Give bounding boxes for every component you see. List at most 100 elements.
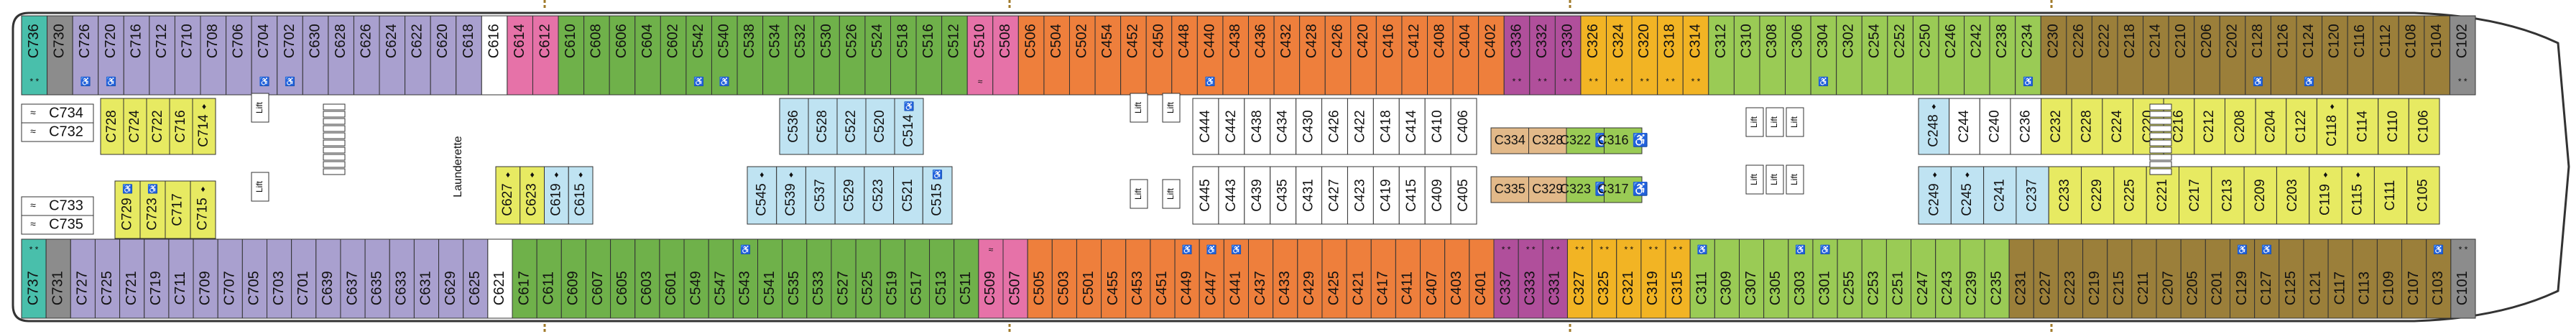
cabin-c201[interactable]: C201	[2205, 238, 2231, 319]
cabin-c118[interactable]: C118♦	[2316, 98, 2348, 155]
cabin-c245[interactable]: C245♦	[1950, 166, 1985, 225]
cabin-c214[interactable]: C214	[2143, 15, 2169, 96]
cabin-c231[interactable]: C231	[2008, 238, 2034, 319]
cabin-c401[interactable]: C401	[1469, 238, 1495, 319]
cabin-c537[interactable]: C537	[805, 166, 836, 225]
cabin-c715[interactable]: C715♦	[190, 180, 216, 239]
cabin-c403[interactable]: C403	[1444, 238, 1470, 319]
cabin-c206[interactable]: C206	[2194, 15, 2220, 96]
cabin-c318[interactable]: C318* *	[1657, 15, 1684, 96]
cabin-c639[interactable]: C639	[315, 238, 341, 319]
cabin-c717[interactable]: C717	[165, 180, 191, 239]
cabin-c101[interactable]: C101* *	[2450, 238, 2476, 319]
cabin-c105[interactable]: C105	[2406, 166, 2440, 225]
cabin-c716[interactable]: C716	[123, 15, 150, 96]
cabin-c307[interactable]: C307	[1739, 238, 1765, 319]
cabin-c414[interactable]: C414	[1398, 98, 1426, 155]
cabin-c120[interactable]: C120	[2322, 15, 2348, 96]
cabin-c310[interactable]: C310	[1733, 15, 1760, 96]
cabin-c735[interactable]: ≈C735	[21, 215, 94, 235]
cabin-c407[interactable]: C407	[1420, 238, 1446, 319]
cabin-c450[interactable]: C450	[1145, 15, 1173, 96]
cabin-c402[interactable]: C402	[1478, 15, 1505, 96]
cabin-c417[interactable]: C417	[1370, 238, 1396, 319]
cabin-c533[interactable]: C533	[806, 238, 832, 319]
cabin-c504[interactable]: C504	[1043, 15, 1070, 96]
cabin-c720[interactable]: C720♿	[98, 15, 124, 96]
cabin-c526[interactable]: C526	[839, 15, 866, 96]
cabin-c223[interactable]: C223	[2057, 238, 2084, 319]
cabin-c607[interactable]: C607	[585, 238, 611, 319]
cabin-c112[interactable]: C112	[2373, 15, 2399, 96]
cabin-c451[interactable]: C451	[1150, 238, 1176, 319]
cabin-c541[interactable]: C541	[757, 238, 783, 319]
cabin-c315[interactable]: C315* *	[1665, 238, 1691, 319]
cabin-c547[interactable]: C547	[708, 238, 734, 319]
cabin-c240[interactable]: C240	[1979, 98, 2011, 155]
cabin-c513[interactable]: C513	[929, 238, 955, 319]
cabin-c412[interactable]: C412	[1401, 15, 1428, 96]
cabin-c121[interactable]: C121	[2303, 238, 2329, 319]
cabin-c321[interactable]: C321* *	[1616, 238, 1642, 319]
cabin-c525[interactable]: C525	[855, 238, 881, 319]
cabin-c230[interactable]: C230	[2040, 15, 2067, 96]
cabin-c630[interactable]: C630	[302, 15, 329, 96]
cabin-c506[interactable]: C506	[1017, 15, 1045, 96]
cabin-c455[interactable]: C455	[1101, 238, 1127, 319]
cabin-c212[interactable]: C212	[2194, 98, 2225, 155]
cabin-c119[interactable]: C119♦	[2309, 166, 2342, 225]
cabin-c330[interactable]: C330* *	[1554, 15, 1582, 96]
cabin-c703[interactable]: C703	[267, 238, 292, 319]
cabin-c236[interactable]: C236	[2010, 98, 2042, 155]
cabin-c727[interactable]: C727	[70, 238, 96, 319]
cabin-c228[interactable]: C228	[2071, 98, 2103, 155]
cabin-c242[interactable]: C242	[1964, 15, 1990, 96]
cabin-c609[interactable]: C609	[560, 238, 586, 319]
cabin-c314[interactable]: C314* *	[1682, 15, 1709, 96]
cabin-c518[interactable]: C518	[890, 15, 917, 96]
cabin-c233[interactable]: C233	[2048, 166, 2082, 225]
cabin-c205[interactable]: C205	[2180, 238, 2206, 319]
cabin-c629[interactable]: C629	[438, 238, 464, 319]
cabin-c705[interactable]: C705	[241, 238, 268, 319]
cabin-c332[interactable]: C332* *	[1529, 15, 1556, 96]
cabin-c706[interactable]: C706	[226, 15, 252, 96]
cabin-c208[interactable]: C208	[2224, 98, 2256, 155]
cabin-c536[interactable]: C536	[779, 98, 809, 155]
cabin-c254[interactable]: C254	[1861, 15, 1888, 96]
cabin-c302[interactable]: C302	[1836, 15, 1862, 96]
cabin-c709[interactable]: C709	[193, 238, 218, 319]
cabin-c209[interactable]: C209	[2243, 166, 2277, 225]
cabin-c608[interactable]: C608	[583, 15, 610, 96]
cabin-c325[interactable]: C325* *	[1592, 238, 1617, 319]
cabin-c238[interactable]: C238	[1989, 15, 2016, 96]
cabin-c234[interactable]: C234♿	[2015, 15, 2041, 96]
cabin-c432[interactable]: C432	[1273, 15, 1301, 96]
cabin-c622[interactable]: C622	[405, 15, 431, 96]
cabin-c426[interactable]: C426	[1321, 98, 1348, 155]
cabin-c319[interactable]: C319* *	[1640, 238, 1666, 319]
cabin-c423[interactable]: C423	[1347, 166, 1374, 225]
cabin-c217[interactable]: C217	[2179, 166, 2212, 225]
cabin-c108[interactable]: C108	[2398, 15, 2425, 96]
cabin-c716[interactable]: C716	[169, 98, 193, 155]
cabin-c625[interactable]: C625	[463, 238, 489, 319]
cabin-c532[interactable]: C532	[788, 15, 815, 96]
cabin-c225[interactable]: C225	[2113, 166, 2147, 225]
cabin-c516[interactable]: C516	[915, 15, 943, 96]
cabin-c103[interactable]: C103♿	[2426, 238, 2452, 319]
cabin-c405[interactable]: C405	[1450, 166, 1477, 225]
cabin-c721[interactable]: C721	[119, 238, 145, 319]
cabin-c129[interactable]: C129♿	[2230, 238, 2256, 319]
cabin-c539[interactable]: C539♦	[776, 166, 806, 225]
cabin-c213[interactable]: C213	[2211, 166, 2245, 225]
cabin-c211[interactable]: C211	[2131, 238, 2157, 319]
cabin-c334[interactable]: C334	[1490, 127, 1529, 154]
cabin-c111[interactable]: C111	[2373, 166, 2408, 225]
cabin-c543[interactable]: C543♿	[732, 238, 758, 319]
cabin-c408[interactable]: C408	[1427, 15, 1454, 96]
cabin-c501[interactable]: C501	[1076, 238, 1102, 319]
cabin-c618[interactable]: C618	[456, 15, 482, 96]
cabin-c304[interactable]: C304♿	[1810, 15, 1837, 96]
cabin-c502[interactable]: C502	[1068, 15, 1096, 96]
